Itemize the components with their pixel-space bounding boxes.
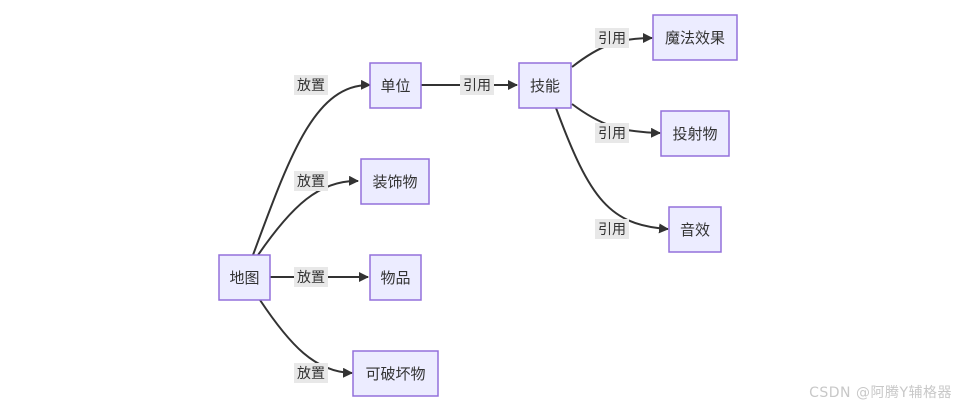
node-label: 魔法效果 <box>665 29 725 47</box>
edge-label-text: 引用 <box>598 126 626 142</box>
edge-label-unit-to-skill: 引用 <box>460 75 494 95</box>
watermark-text: CSDN @阿腾Y辅格器 <box>809 385 952 401</box>
edge-labels: 放置 放置 放置 放置 引用 引用 引用 引用 <box>294 28 629 383</box>
node-label: 可破坏物 <box>365 365 425 383</box>
node-label: 地图 <box>229 269 259 287</box>
edge-label-text: 引用 <box>463 78 491 94</box>
edge-label-skill-to-sound: 引用 <box>595 219 629 239</box>
node-projectile[interactable]: 投射物 <box>660 110 730 157</box>
node-destructible[interactable]: 可破坏物 <box>352 350 439 397</box>
node-magic-effect[interactable]: 魔法效果 <box>652 14 738 61</box>
node-label: 技能 <box>530 77 560 95</box>
edge-label-text: 放置 <box>297 270 325 286</box>
edge-label-map-to-destructible: 放置 <box>294 363 328 383</box>
edge-map-to-decoration <box>255 175 359 259</box>
edge-map-to-unit <box>252 79 371 256</box>
edge-label-text: 放置 <box>297 174 325 190</box>
edge-label-map-to-decoration: 放置 <box>294 171 328 191</box>
node-unit[interactable]: 单位 <box>369 62 422 109</box>
edge-label-text: 放置 <box>297 366 325 382</box>
node-label: 物品 <box>380 269 410 287</box>
edge-label-map-to-item: 放置 <box>294 267 328 287</box>
node-label: 装饰物 <box>372 173 417 191</box>
node-decoration[interactable]: 装饰物 <box>360 158 430 205</box>
node-item[interactable]: 物品 <box>369 254 422 301</box>
edge-label-text: 放置 <box>297 78 325 94</box>
node-label: 投射物 <box>672 125 717 143</box>
node-skill[interactable]: 技能 <box>518 62 572 109</box>
edge-label-text: 引用 <box>598 31 626 47</box>
edge-label-map-to-unit: 放置 <box>294 75 328 95</box>
node-label: 单位 <box>380 77 410 95</box>
edge-label-skill-to-projectile: 引用 <box>595 123 629 143</box>
edge-skill-to-sound <box>555 107 669 234</box>
nodes: 地图 单位 装饰物 物品 可破坏物 技能 魔法效果 投射物 <box>218 14 738 397</box>
edge-map-to-destructible <box>259 299 353 378</box>
node-map[interactable]: 地图 <box>218 254 271 301</box>
edge-label-text: 引用 <box>598 222 626 238</box>
node-label: 音效 <box>680 221 710 239</box>
edge-label-skill-to-magic-effect: 引用 <box>595 28 629 48</box>
node-sound[interactable]: 音效 <box>668 206 722 253</box>
